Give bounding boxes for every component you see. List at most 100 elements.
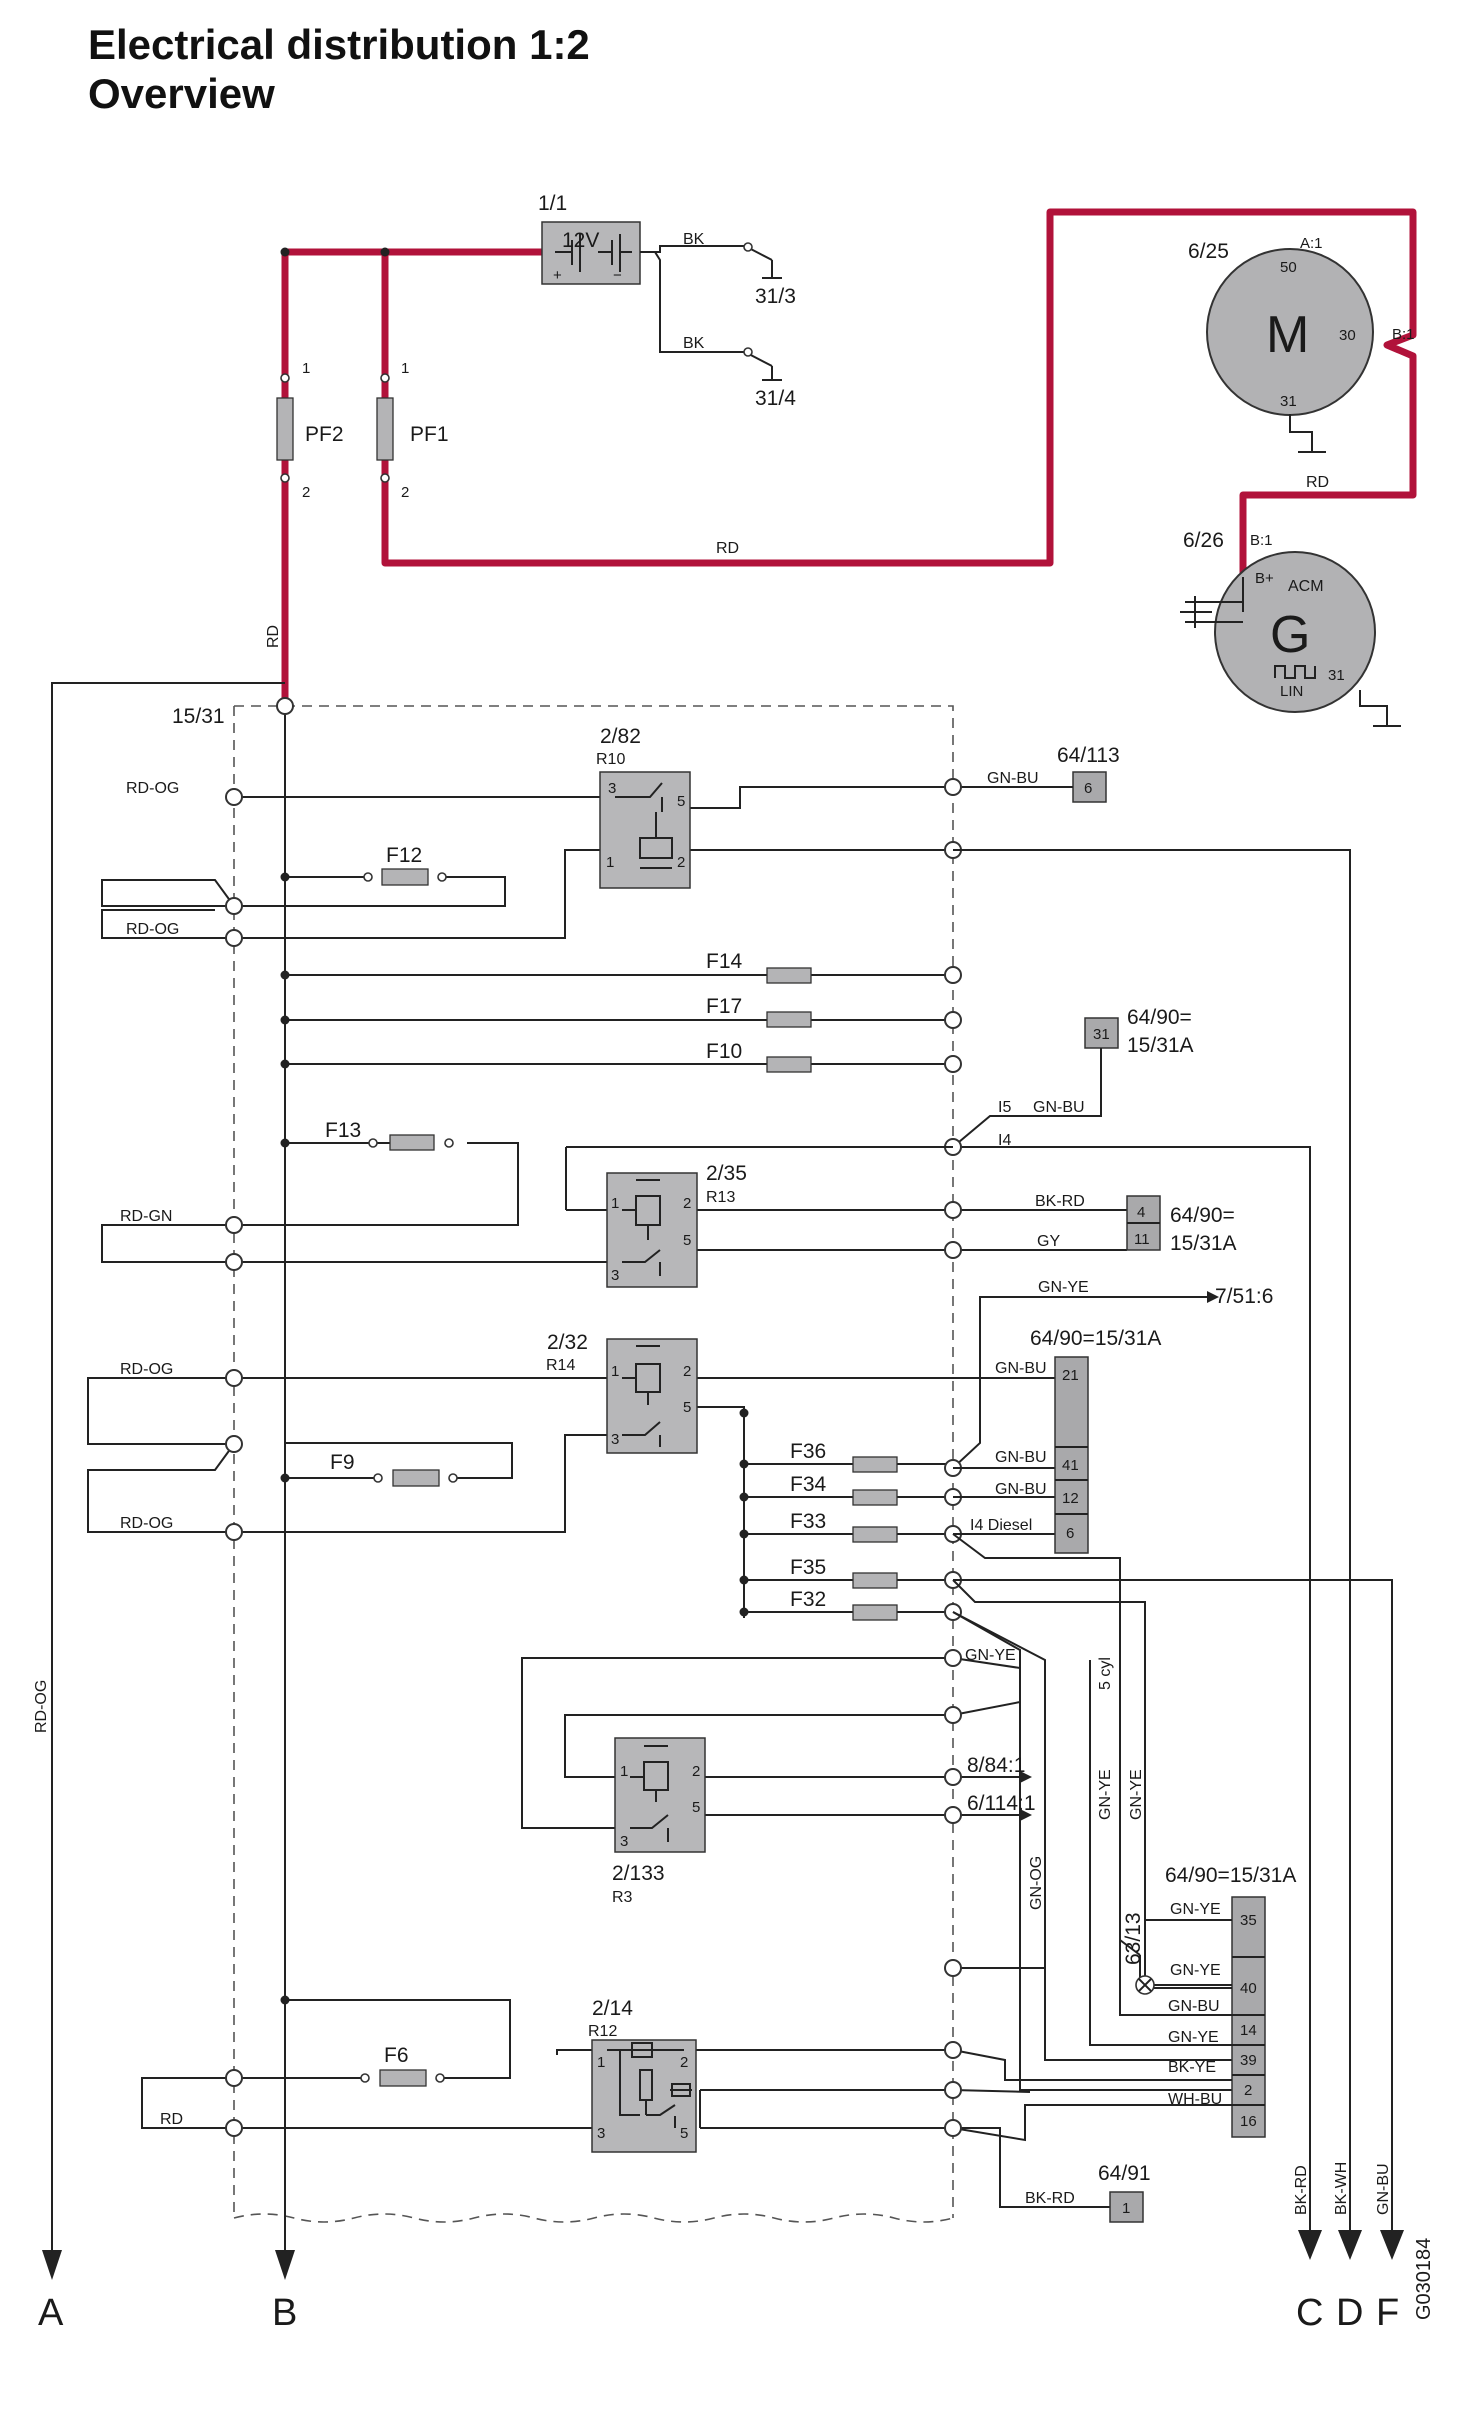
ref-6-114-1: 6/114:1 <box>967 1792 1036 1815</box>
svg-text:F33: F33 <box>790 1510 826 1533</box>
svg-text:6: 6 <box>1084 780 1092 797</box>
fuse-f33 <box>852 1526 898 1543</box>
connector-64-91 <box>1109 2191 1144 2223</box>
svg-text:64/90=15/31A: 64/90=15/31A <box>1165 1864 1296 1887</box>
svg-text:RD-OG: RD-OG <box>120 1515 173 1532</box>
output-a: A <box>38 2292 64 2334</box>
svg-text:15/31A: 15/31A <box>1170 1232 1237 1255</box>
lamp-63-13-label: 63/13 <box>1122 1912 1145 1965</box>
svg-text:64/91: 64/91 <box>1098 2162 1151 2185</box>
svg-text:B:1: B:1 <box>1392 326 1415 343</box>
wire-label-gn-bu-1: GN-BU <box>987 770 1039 787</box>
ref-8-84-1: 8/84:1 <box>967 1754 1025 1777</box>
svg-text:F36: F36 <box>790 1440 826 1463</box>
svg-text:64/90=: 64/90= <box>1170 1204 1235 1227</box>
svg-text:RD-GN: RD-GN <box>120 1208 172 1225</box>
svg-text:35: 35 <box>1240 1912 1257 1929</box>
svg-text:5: 5 <box>692 1799 700 1816</box>
output-c: C <box>1296 2292 1323 2334</box>
svg-text:1: 1 <box>302 360 310 377</box>
svg-text:11: 11 <box>1134 1231 1150 1248</box>
svg-text:1: 1 <box>597 2054 605 2071</box>
svg-text:2: 2 <box>677 854 685 871</box>
svg-text:GN-YE: GN-YE <box>965 1647 1016 1664</box>
svg-text:64/90=: 64/90= <box>1127 1006 1192 1029</box>
svg-text:LIN: LIN <box>1280 683 1303 700</box>
svg-text:GN-BU: GN-BU <box>995 1481 1047 1498</box>
output-arrow-c <box>1298 2230 1322 2260</box>
svg-text:2: 2 <box>302 484 310 501</box>
svg-text:RD: RD <box>160 2111 183 2128</box>
svg-text:F35: F35 <box>790 1556 826 1579</box>
svg-text:31: 31 <box>1280 393 1297 410</box>
svg-text:A:1: A:1 <box>1300 235 1323 252</box>
fuse-pf1 <box>376 397 394 461</box>
svg-text:BK-RD: BK-RD <box>1035 1193 1085 1210</box>
output-arrow-a <box>42 2250 62 2280</box>
alternator-symbol: G <box>1270 606 1310 664</box>
starter-symbol: M <box>1266 306 1309 364</box>
svg-text:B:1: B:1 <box>1250 532 1273 549</box>
svg-text:ACM: ACM <box>1288 578 1324 595</box>
svg-text:−: − <box>613 267 622 284</box>
svg-text:15/31A: 15/31A <box>1127 1034 1194 1057</box>
fuse-pf1-label: PF1 <box>410 423 449 446</box>
svg-text:30: 30 <box>1339 327 1356 344</box>
wire-label-rd-alt: RD <box>1306 474 1329 491</box>
svg-text:B+: B+ <box>1255 570 1274 587</box>
fuse-f35 <box>852 1572 898 1589</box>
svg-text:1: 1 <box>620 1763 628 1780</box>
wire-label-bk-2: BK <box>683 335 705 352</box>
relay-r3-name: R3 <box>612 1889 633 1906</box>
svg-text:1: 1 <box>611 1363 619 1380</box>
wire-label-rd-og-a: RD-OG <box>33 1680 50 1733</box>
ground-31-3: 31/3 <box>755 285 796 308</box>
svg-text:2: 2 <box>683 1195 691 1212</box>
svg-text:2: 2 <box>1244 2082 1252 2099</box>
svg-text:F34: F34 <box>790 1473 827 1496</box>
fuse-f36 <box>852 1456 898 1473</box>
svg-text:64/113: 64/113 <box>1057 744 1120 767</box>
svg-text:1: 1 <box>1122 2200 1130 2217</box>
terminal-label: 15/31 <box>172 705 225 728</box>
svg-text:I5: I5 <box>998 1099 1011 1116</box>
svg-text:2: 2 <box>680 2054 688 2071</box>
fuse-f9 <box>392 1469 440 1487</box>
svg-text:3: 3 <box>608 780 616 797</box>
svg-text:BK-RD: BK-RD <box>1025 2190 1075 2207</box>
svg-text:5 cyl: 5 cyl <box>1097 1657 1114 1690</box>
svg-text:F10: F10 <box>706 1040 742 1063</box>
relay-r14-ref: 2/32 <box>547 1331 588 1354</box>
fuse-f12 <box>381 868 429 886</box>
svg-text:40: 40 <box>1240 1980 1257 1997</box>
svg-text:12: 12 <box>1062 1490 1079 1507</box>
svg-text:RD-OG: RD-OG <box>126 921 179 938</box>
output-arrow-f <box>1380 2230 1404 2260</box>
relay-r13-ref: 2/35 <box>706 1162 747 1185</box>
relay-r10-ref: 2/82 <box>600 725 641 748</box>
svg-text:+: + <box>553 267 562 284</box>
svg-text:F13: F13 <box>325 1119 361 1142</box>
svg-text:F14: F14 <box>706 950 743 973</box>
svg-text:3: 3 <box>620 1833 628 1850</box>
svg-text:GN-BU: GN-BU <box>995 1360 1047 1377</box>
output-b: B <box>272 2292 297 2334</box>
svg-text:5: 5 <box>683 1232 691 1249</box>
fuse-f13 <box>389 1134 435 1151</box>
page-subtitle: Overview <box>88 70 275 117</box>
wire-label-bk-1: BK <box>683 231 705 248</box>
svg-text:F32: F32 <box>790 1588 826 1611</box>
fuse-pf2-label: PF2 <box>305 423 344 446</box>
relay-r12-name: R12 <box>588 2023 617 2040</box>
alternator-ref: 6/26 <box>1183 529 1224 552</box>
svg-text:31: 31 <box>1093 1026 1110 1043</box>
svg-text:21: 21 <box>1062 1367 1079 1384</box>
alternator-icon <box>1214 551 1376 713</box>
svg-text:GN-YE: GN-YE <box>1170 1901 1221 1918</box>
starter-ref: 6/25 <box>1188 240 1229 263</box>
svg-text:F17: F17 <box>706 995 742 1018</box>
svg-text:4: 4 <box>1137 1204 1145 1221</box>
terminal-15-31 <box>276 697 294 715</box>
svg-text:GN-YE: GN-YE <box>1097 1769 1114 1820</box>
battery-voltage: 12V <box>562 229 599 252</box>
